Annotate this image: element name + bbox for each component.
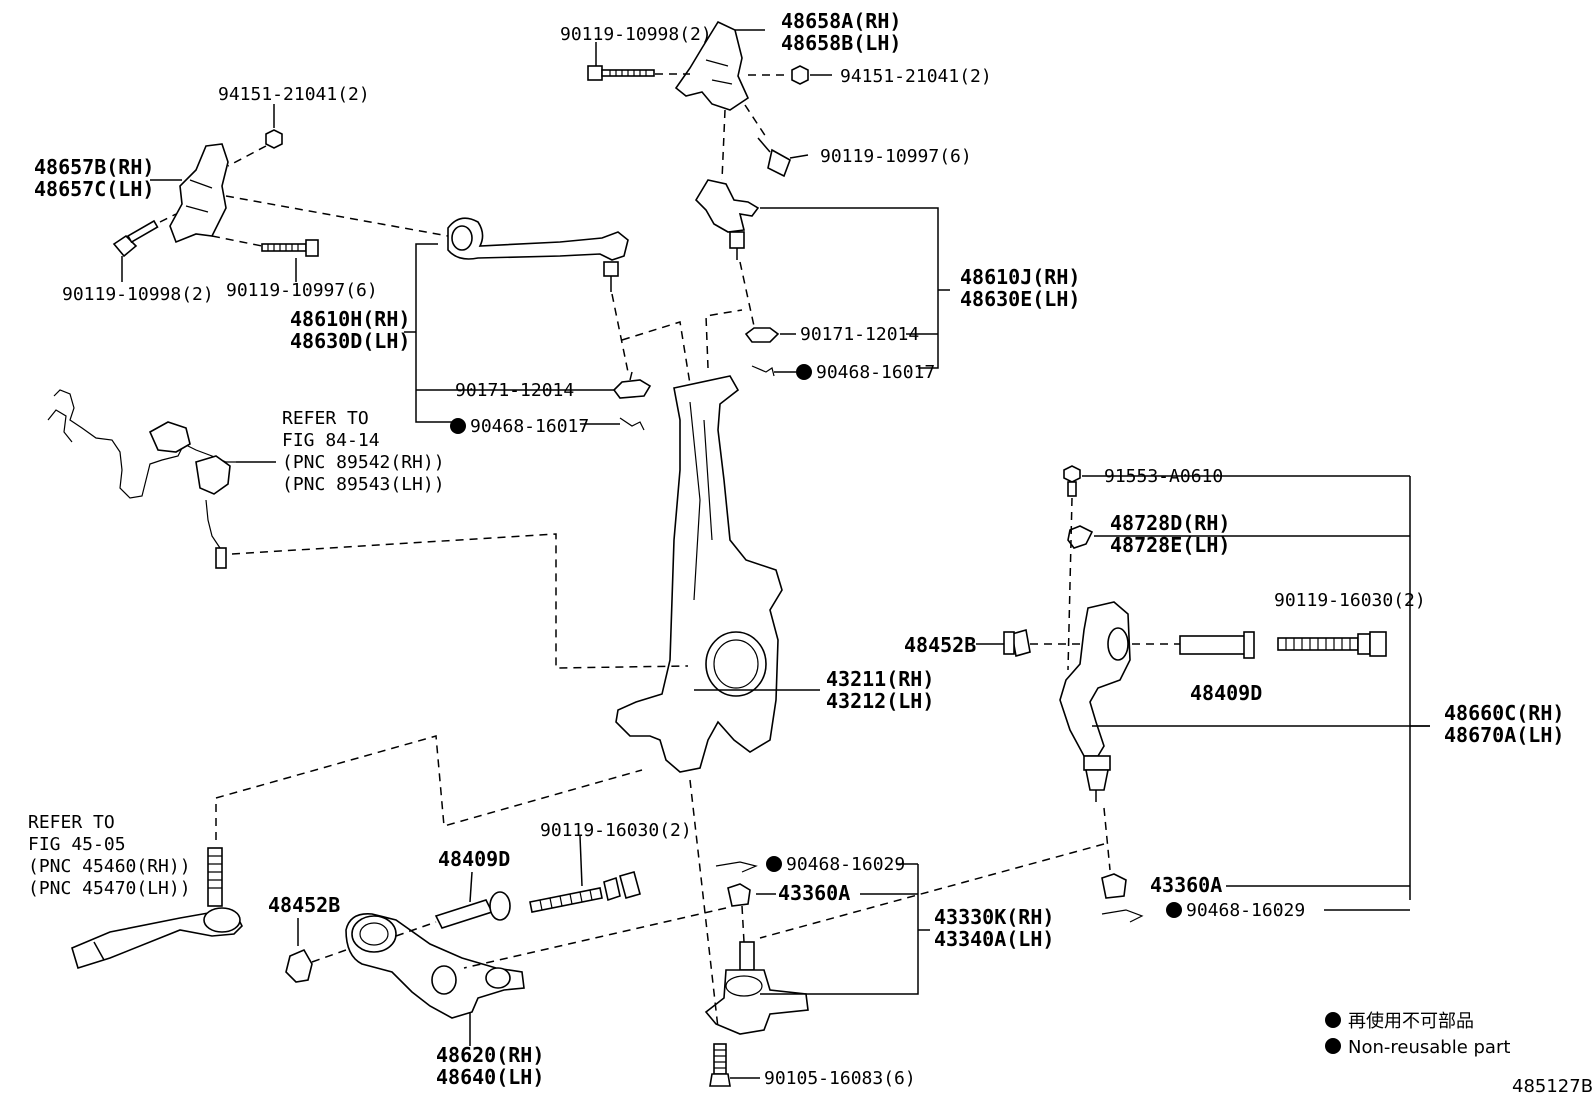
label-48658-rh: 48658A(RH)	[781, 9, 901, 33]
label-pin-lower-right: 90468-16029	[1186, 900, 1305, 921]
label-refer-sensor-4: (PNC 89543(LH))	[282, 474, 445, 495]
nut-90171-upper-left	[612, 371, 652, 399]
label-48610H-lh: 48630D(LH)	[290, 329, 410, 353]
label-bolt-top-right: 90119-10997(6)	[820, 146, 972, 167]
label-refer-sensor-1: REFER TO	[282, 408, 369, 429]
label-bolt-bottom: 90105-16083(6)	[764, 1068, 916, 1089]
label-knuckle-lh: 43212(LH)	[826, 689, 934, 713]
legend-text-jp: 再使用不可部品	[1348, 1011, 1474, 1032]
nut-94151-top	[791, 65, 809, 85]
label-48658-lh: 48658B(LH)	[781, 31, 901, 55]
label-48660-lh: 48670A(LH)	[1444, 723, 1564, 747]
bushing-48452B-left	[285, 948, 313, 983]
label-nut-upper-left: 90171-12014	[455, 380, 574, 401]
label-bolt-left-a: 90119-10998(2)	[62, 284, 214, 305]
label-48620-lh: 48640(LH)	[436, 1065, 544, 1089]
nut-94151-left	[265, 104, 283, 149]
label-nut-lower-right: 43360A	[1150, 873, 1222, 897]
label-48409D-left: 48409D	[438, 847, 510, 871]
label-48610H-rh: 48610H(RH)	[290, 307, 410, 331]
bushing-48452B-right	[1003, 628, 1031, 658]
bolt-90119-10998-left	[112, 219, 159, 282]
sleeve-48409D-right	[1179, 631, 1255, 659]
bracket-48657	[169, 143, 229, 244]
label-bolt-lower-16030: 90119-16030(2)	[540, 820, 692, 841]
label-pin-lower-mid: 90468-16029	[786, 854, 905, 875]
nut-43360A-mid	[727, 883, 751, 907]
lower-arm-48660	[1059, 601, 1131, 802]
label-bolt-right-16030: 90119-16030(2)	[1274, 590, 1426, 611]
bolt-91553-A0610	[1063, 465, 1081, 497]
label-pin-upper-right: 90468-16017	[816, 362, 935, 383]
label-refer-tie-rod-4: (PNC 45470(LH))	[28, 878, 191, 899]
label-bolt-top-left: 90119-10998(2)	[560, 24, 712, 45]
legend-text-en: Non-reusable part	[1348, 1037, 1510, 1058]
label-bolt-91553: 91553-A0610	[1104, 466, 1223, 487]
label-48409D-right: 48409D	[1190, 681, 1262, 705]
label-bolt-left-b: 90119-10997(6)	[226, 280, 378, 301]
label-refer-sensor-2: FIG 84-14	[282, 430, 380, 451]
lower-arm-48620	[345, 913, 525, 1019]
non-reusable-marker	[1166, 902, 1182, 918]
label-48657-lh: 48657C(LH)	[34, 177, 154, 201]
sleeve-48409D-left	[434, 891, 511, 929]
label-refer-tie-rod-3: (PNC 45460(RH))	[28, 856, 191, 877]
bolt-90105-16083	[709, 1043, 731, 1087]
upper-arm-48610H	[447, 217, 629, 292]
ball-joint-43330	[704, 941, 809, 1035]
legend: 再使用不可部品 Non-reusable part	[1325, 1011, 1510, 1058]
label-refer-sensor-3: (PNC 89542(RH))	[282, 452, 445, 473]
abs-sensor-harness	[47, 389, 276, 569]
label-48728-rh: 48728D(RH)	[1110, 511, 1230, 535]
figure-id: 485127B	[1512, 1076, 1592, 1097]
label-refer-tie-rod-2: FIG 45-05	[28, 834, 126, 855]
bolt-90119-10997-left	[261, 239, 319, 282]
label-48728-lh: 48728E(LH)	[1110, 533, 1230, 557]
label-knuckle-rh: 43211(RH)	[826, 667, 934, 691]
bracket-48658	[674, 20, 765, 111]
label-48610J-rh: 48610J(RH)	[960, 265, 1080, 289]
legend-marker-en	[1325, 1038, 1341, 1054]
label-nut-top-right: 94151-21041(2)	[840, 66, 992, 87]
pin-90468-upper-right	[751, 365, 775, 377]
label-48452B-right: 48452B	[904, 633, 976, 657]
label-nut-left: 94151-21041(2)	[218, 84, 370, 105]
label-43330-lh: 43340A(LH)	[934, 927, 1054, 951]
label-nut-lower-mid: 43360A	[778, 881, 850, 905]
label-48620-rh: 48620(RH)	[436, 1043, 544, 1067]
non-reusable-marker	[450, 418, 466, 434]
bolt-90119-10998-top	[587, 42, 655, 81]
upper-arm-48610J	[694, 179, 760, 260]
non-reusable-marker	[796, 364, 812, 380]
bracket-48728	[1067, 525, 1094, 549]
label-refer-tie-rod-1: REFER TO	[28, 812, 115, 833]
nut-43360A-right	[1101, 873, 1127, 899]
nut-90171-upper-right	[744, 327, 780, 343]
pin-90468-lower-right	[1101, 909, 1144, 923]
label-pin-upper-left: 90468-16017	[470, 416, 589, 437]
label-48610J-lh: 48630E(LH)	[960, 287, 1080, 311]
label-48660-rh: 48660C(RH)	[1444, 701, 1564, 725]
label-48452B-left: 48452B	[268, 893, 340, 917]
label-43330-rh: 43330K(RH)	[934, 905, 1054, 929]
bolt-90119-16030-lower	[529, 871, 641, 913]
non-reusable-marker	[766, 856, 782, 872]
steering-knuckle	[615, 375, 783, 773]
tie-rod-end	[71, 847, 243, 970]
label-nut-upper-right: 90171-12014	[800, 324, 919, 345]
label-48657-rh: 48657B(RH)	[34, 155, 154, 179]
bolt-90119-10997-top	[757, 137, 809, 178]
pin-90468-upper-left	[619, 417, 645, 431]
bolt-90119-16030-right	[1277, 631, 1387, 657]
pin-90468-lower-mid	[715, 861, 758, 873]
legend-marker-jp	[1325, 1012, 1341, 1028]
